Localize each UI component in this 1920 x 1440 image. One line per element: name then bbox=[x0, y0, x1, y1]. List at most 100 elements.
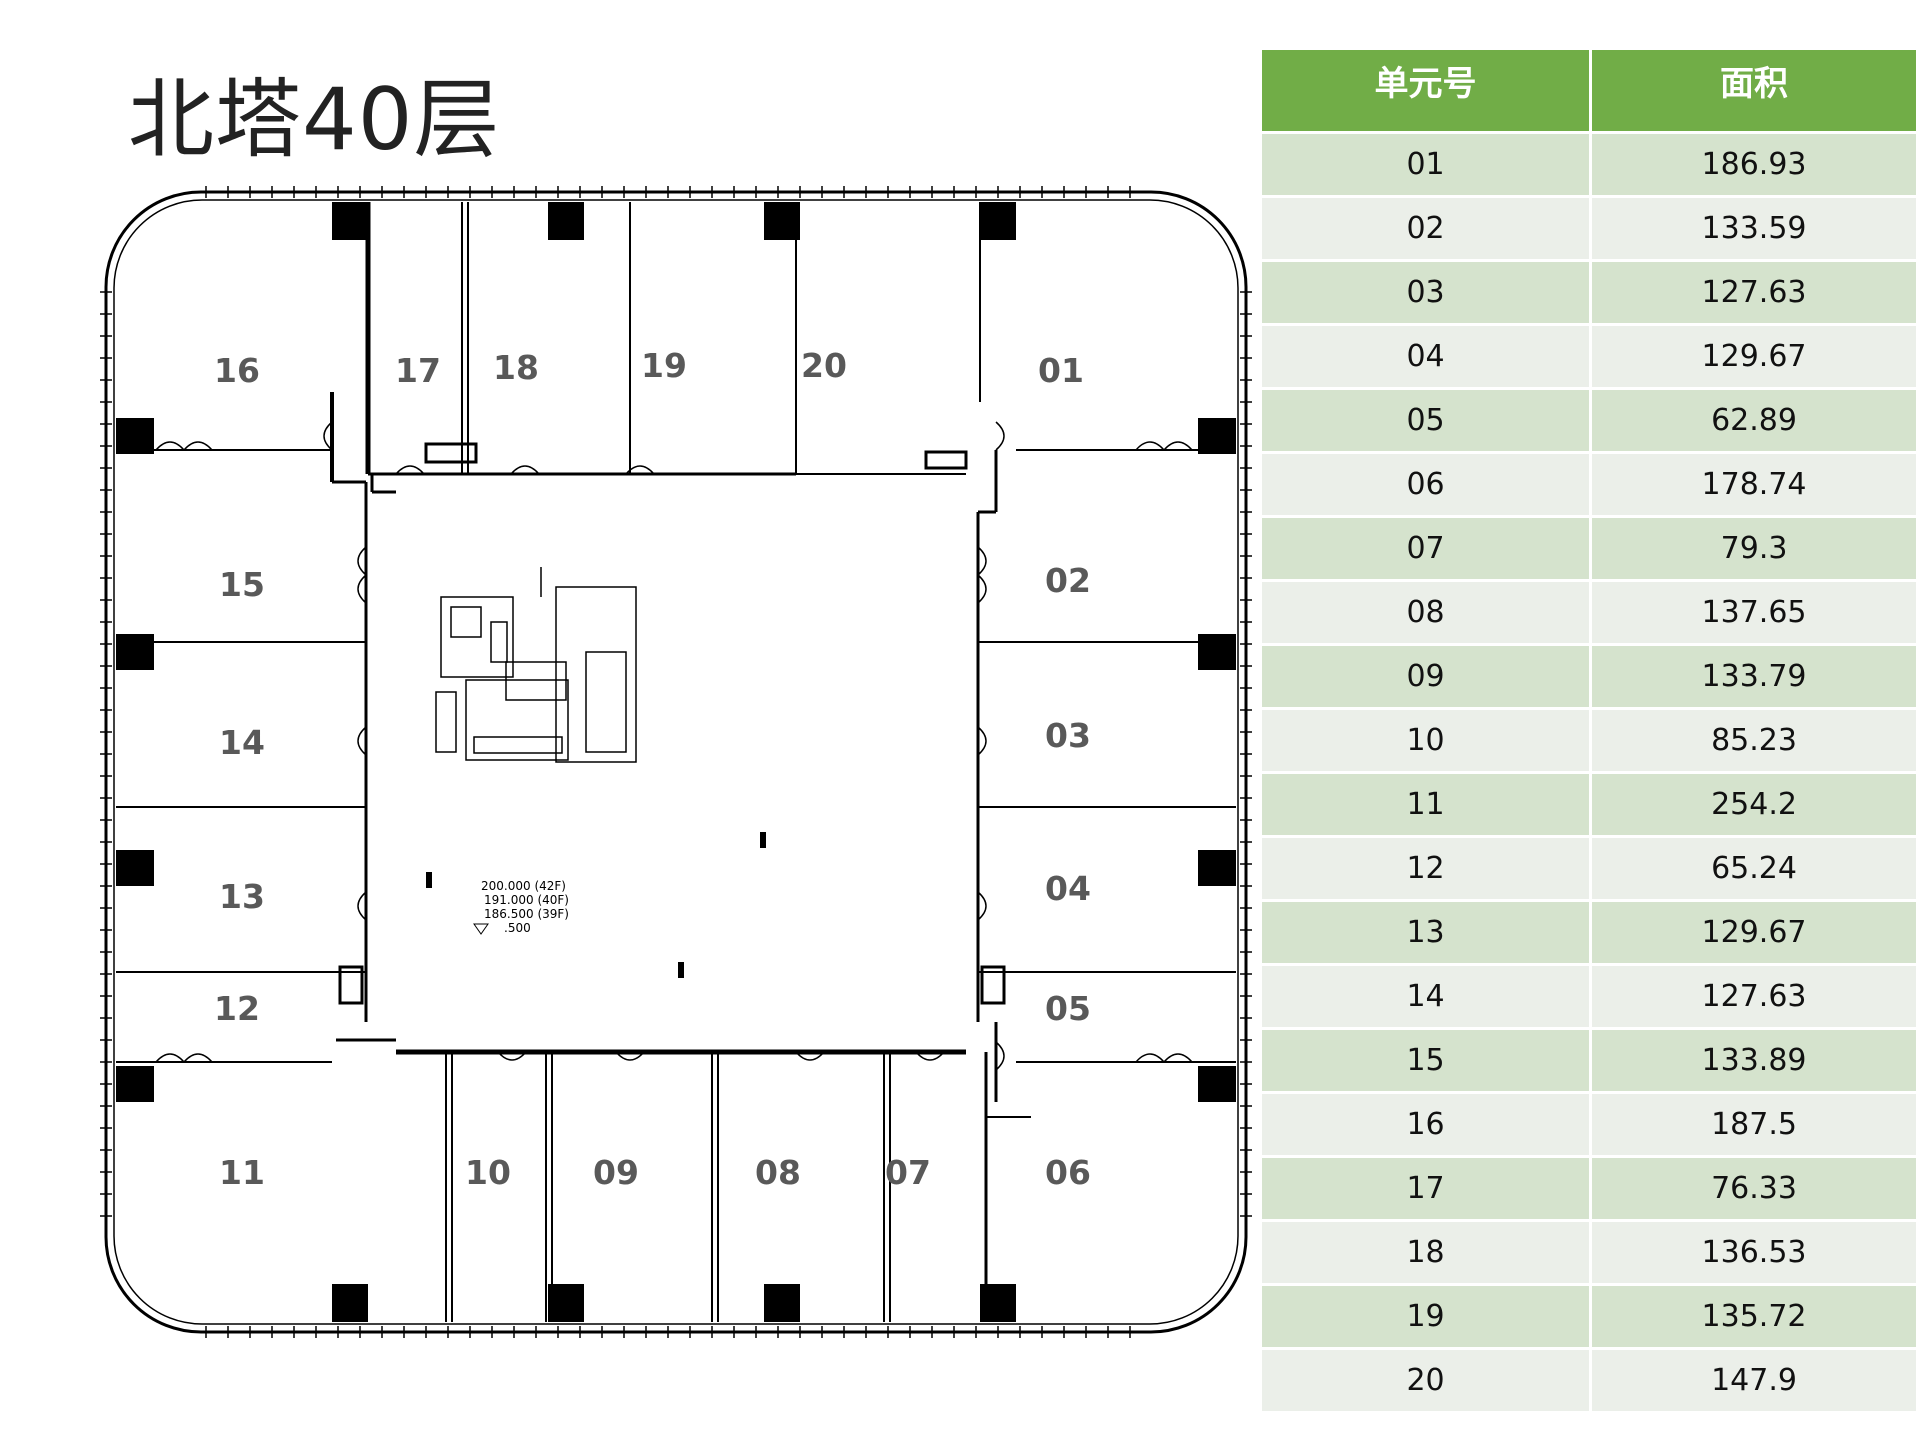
unit-number-cell: 06 bbox=[1262, 454, 1593, 518]
unit-number-cell: 11 bbox=[1262, 774, 1593, 838]
table-header-row: 单元号 面积 bbox=[1262, 50, 1916, 134]
area-cell: 127.63 bbox=[1592, 262, 1916, 326]
unit-label-02: 02 bbox=[1045, 561, 1091, 600]
area-cell: 186.93 bbox=[1592, 134, 1916, 198]
unit-label-15: 15 bbox=[219, 565, 265, 604]
elevation-42f: 200.000 (42F) bbox=[481, 879, 566, 893]
page-title: 北塔40层 bbox=[128, 70, 501, 170]
area-cell: 76.33 bbox=[1592, 1158, 1916, 1222]
structural-columns bbox=[116, 202, 1236, 1322]
elevation-annotation: 200.000 (42F) 191.000 (40F) 186.500 (39F… bbox=[473, 879, 569, 935]
unit-number-cell: 16 bbox=[1262, 1094, 1593, 1158]
unit-number-cell: 07 bbox=[1262, 518, 1593, 582]
outer-envelope bbox=[104, 190, 1248, 1334]
area-cell: 187.5 bbox=[1592, 1094, 1916, 1158]
unit-number-cell: 08 bbox=[1262, 582, 1593, 646]
area-cell: 133.59 bbox=[1592, 198, 1916, 262]
unit-number-cell: 09 bbox=[1262, 646, 1593, 710]
partition-walls bbox=[116, 202, 1236, 1322]
unit-label-10: 10 bbox=[465, 1153, 511, 1192]
unit-label-01: 01 bbox=[1038, 351, 1084, 390]
unit-label-20: 20 bbox=[801, 346, 847, 385]
unit-label-11: 11 bbox=[219, 1153, 265, 1192]
unit-number-cell: 12 bbox=[1262, 838, 1593, 902]
unit-label-12: 12 bbox=[214, 989, 260, 1028]
unit-number-cell: 02 bbox=[1262, 198, 1593, 262]
unit-label-14: 14 bbox=[219, 723, 265, 762]
unit-number-cell: 01 bbox=[1262, 134, 1593, 198]
unit-label-07: 07 bbox=[885, 1153, 931, 1192]
column-header-unit: 单元号 bbox=[1262, 50, 1593, 134]
elevation-40f: 191.000 (40F) bbox=[484, 893, 569, 907]
unit-number-cell: 20 bbox=[1262, 1350, 1593, 1414]
area-cell: 85.23 bbox=[1592, 710, 1916, 774]
unit-number-cell: 17 bbox=[1262, 1158, 1593, 1222]
unit-label-09: 09 bbox=[593, 1153, 639, 1192]
unit-label-06: 06 bbox=[1045, 1153, 1091, 1192]
area-cell: 254.2 bbox=[1592, 774, 1916, 838]
unit-number-cell: 15 bbox=[1262, 1030, 1593, 1094]
area-cell: 135.72 bbox=[1592, 1286, 1916, 1350]
area-cell: 62.89 bbox=[1592, 390, 1916, 454]
unit-number-cell: 03 bbox=[1262, 262, 1593, 326]
area-cell: 133.79 bbox=[1592, 646, 1916, 710]
unit-label-08: 08 bbox=[755, 1153, 801, 1192]
floor-plan: 200.000 (42F) 191.000 (40F) 186.500 (39F… bbox=[96, 182, 1256, 1346]
unit-number-cell: 14 bbox=[1262, 966, 1593, 1030]
elevation-39f: 186.500 (39F) bbox=[484, 907, 569, 921]
unit-label-13: 13 bbox=[219, 877, 265, 916]
unit-number-cell: 18 bbox=[1262, 1222, 1593, 1286]
core-washrooms bbox=[435, 567, 637, 763]
unit-label-04: 04 bbox=[1045, 869, 1091, 908]
door-swings bbox=[155, 421, 1193, 1071]
facade-ticks bbox=[100, 186, 1252, 1338]
area-cell: 129.67 bbox=[1592, 902, 1916, 966]
unit-number-cell: 05 bbox=[1262, 390, 1593, 454]
area-cell: 79.3 bbox=[1592, 518, 1916, 582]
area-cell: 129.67 bbox=[1592, 326, 1916, 390]
unit-label-05: 05 bbox=[1045, 989, 1091, 1028]
unit-number-cell: 10 bbox=[1262, 710, 1593, 774]
area-cell: 137.65 bbox=[1592, 582, 1916, 646]
column-header-area: 面积 bbox=[1592, 50, 1916, 134]
unit-label-16: 16 bbox=[214, 351, 260, 390]
elevation-base: .500 bbox=[504, 921, 531, 935]
area-cell: 147.9 bbox=[1592, 1350, 1916, 1414]
fixtures bbox=[338, 442, 1006, 1005]
unit-number-cell: 13 bbox=[1262, 902, 1593, 966]
unit-labels: 01 02 03 04 05 06 07 08 09 10 11 12 13 1… bbox=[214, 346, 1091, 1192]
area-cell: 133.89 bbox=[1592, 1030, 1916, 1094]
area-cell: 65.24 bbox=[1592, 838, 1916, 902]
unit-number-cell: 19 bbox=[1262, 1286, 1593, 1350]
unit-number-cell: 04 bbox=[1262, 326, 1593, 390]
unit-label-17: 17 bbox=[395, 351, 441, 390]
area-cell: 127.63 bbox=[1592, 966, 1916, 1030]
area-cell: 178.74 bbox=[1592, 454, 1916, 518]
unit-label-18: 18 bbox=[493, 348, 539, 387]
unit-label-03: 03 bbox=[1045, 716, 1091, 755]
unit-label-19: 19 bbox=[641, 346, 687, 385]
area-cell: 136.53 bbox=[1592, 1222, 1916, 1286]
